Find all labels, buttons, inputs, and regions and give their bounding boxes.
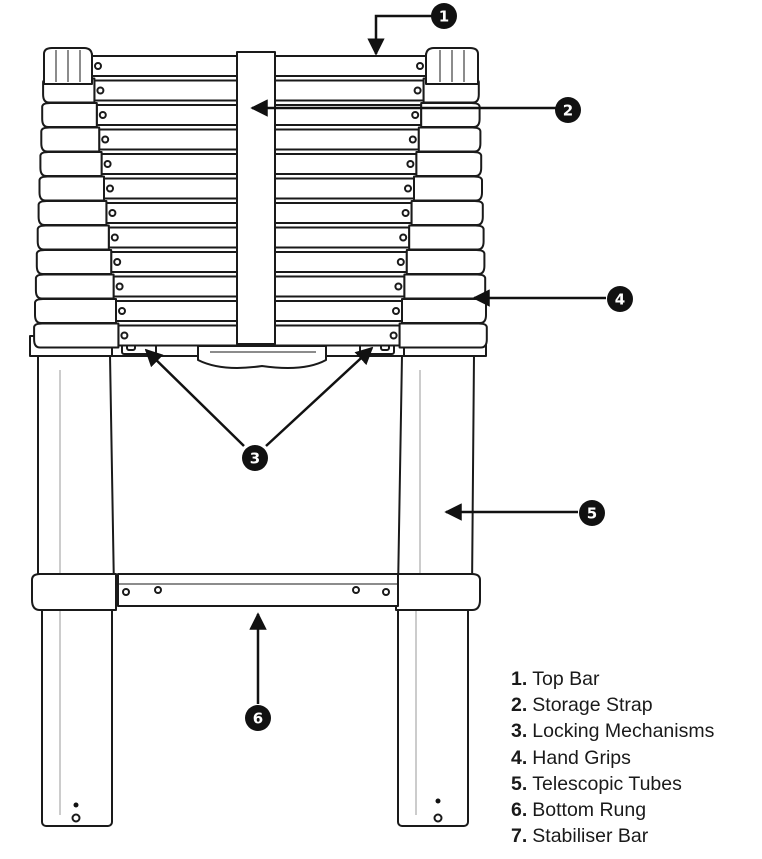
left-hand-grip xyxy=(35,249,113,275)
right-hand-grip xyxy=(405,249,486,275)
annotations xyxy=(144,14,606,704)
rivet xyxy=(399,233,408,242)
callout-1-arrow xyxy=(367,14,432,56)
right-lower-leg xyxy=(397,597,469,827)
legend-item-number: 3. xyxy=(511,720,528,743)
callout-4 xyxy=(607,286,633,312)
storage-strap xyxy=(236,51,276,345)
rivet xyxy=(120,331,129,340)
legend-item: 7.Stabiliser Bar xyxy=(511,823,714,849)
legend-item-number: 6. xyxy=(511,799,528,822)
legend-item: 2.Storage Strap xyxy=(511,692,714,718)
callout-2 xyxy=(555,97,581,123)
rivet xyxy=(94,62,102,70)
rivet xyxy=(115,282,124,291)
legend-item: 1.Top Bar xyxy=(511,666,714,692)
legend-item-label: Locking Mechanisms xyxy=(532,720,715,743)
rivet xyxy=(110,233,119,242)
rivet xyxy=(154,586,162,594)
left-hand-grip xyxy=(36,224,110,251)
legend: 1.Top Bar 2.Storage Strap 3.Locking Mech… xyxy=(511,666,714,849)
rivet xyxy=(113,258,122,266)
strap-handle xyxy=(197,345,327,369)
legend-item-number: 7. xyxy=(511,825,528,848)
left-hand-grip xyxy=(37,200,108,226)
right-hand-grip xyxy=(417,126,482,153)
right-hand-grip xyxy=(410,200,484,226)
stabiliser-bar xyxy=(117,573,399,607)
left-hand-grip xyxy=(40,126,101,153)
right-hand-grip xyxy=(420,102,481,128)
rivet xyxy=(416,62,424,70)
left-lower-leg xyxy=(41,597,113,827)
rivet xyxy=(394,282,403,291)
right-hand-grip xyxy=(413,175,483,202)
rivet xyxy=(108,209,117,217)
rivet xyxy=(408,135,417,144)
rivet xyxy=(392,307,400,315)
rivet xyxy=(106,184,114,193)
legend-item: 3.Locking Mechanisms xyxy=(511,718,714,744)
rivet xyxy=(411,111,420,119)
callout-2-label: 2 xyxy=(563,102,573,120)
legend-item-number: 4. xyxy=(511,746,528,769)
legend-item-number: 2. xyxy=(511,694,528,717)
legend-item-number: 5. xyxy=(511,772,528,795)
legend-item-label: Stabiliser Bar xyxy=(532,825,649,848)
rivet xyxy=(118,307,126,315)
right-hand-grip xyxy=(415,151,483,177)
rivet xyxy=(122,588,130,596)
callout-5 xyxy=(579,500,605,526)
left-hand-grip xyxy=(34,273,115,300)
legend-item-number: 1. xyxy=(511,668,528,690)
right-hand-grip xyxy=(403,273,487,300)
legend-item-label: Telescopic Tubes xyxy=(532,772,682,795)
right-collar xyxy=(395,573,481,611)
right-telescopic-tube xyxy=(397,354,475,596)
callout-6 xyxy=(245,705,271,731)
legend-item-label: Storage Strap xyxy=(532,694,653,717)
rivet xyxy=(389,331,398,340)
rivet xyxy=(404,184,412,193)
left-telescopic-tube xyxy=(37,354,115,596)
callout-3-arrow-left xyxy=(144,348,245,447)
rivet xyxy=(96,86,105,95)
rivet xyxy=(396,258,405,266)
rivet xyxy=(98,111,107,119)
rivet xyxy=(413,86,422,95)
right-hand-grip xyxy=(401,298,487,324)
right-hand-grip xyxy=(398,322,488,349)
legend-item: 4.Hand Grips xyxy=(511,745,714,771)
left-hand-grip xyxy=(39,151,103,177)
legend-item: 5.Telescopic Tubes xyxy=(511,771,714,797)
callout-4-label: 4 xyxy=(615,291,625,309)
rivet xyxy=(101,135,110,144)
legend-item-label: Bottom Rung xyxy=(532,799,647,822)
left-collar xyxy=(31,573,117,611)
rivet xyxy=(103,160,112,168)
left-hand-grip xyxy=(41,102,98,128)
left-hand-grip xyxy=(33,322,120,349)
rivet xyxy=(401,209,410,217)
rivet xyxy=(406,160,415,168)
ladder xyxy=(29,47,488,827)
callout-circles: 1 2 3 4 5 6 xyxy=(242,3,633,731)
legend-item-label: Hand Grips xyxy=(532,746,631,769)
callout-3 xyxy=(242,445,268,471)
rivet xyxy=(352,586,360,594)
legend-item-label: Top Bar xyxy=(532,668,600,690)
rivet xyxy=(382,588,390,596)
callout-6-label: 6 xyxy=(253,710,263,728)
legend-item: 6.Bottom Rung xyxy=(511,797,714,823)
right-hand-grip xyxy=(408,224,485,251)
left-hand-grip xyxy=(34,298,117,324)
callout-3-arrow-right xyxy=(265,346,374,447)
callout-1-label: 1 xyxy=(439,8,449,26)
callout-1 xyxy=(431,3,457,29)
callout-5-label: 5 xyxy=(587,505,597,523)
left-hand-grip xyxy=(38,175,105,202)
callout-3-label: 3 xyxy=(250,450,260,468)
